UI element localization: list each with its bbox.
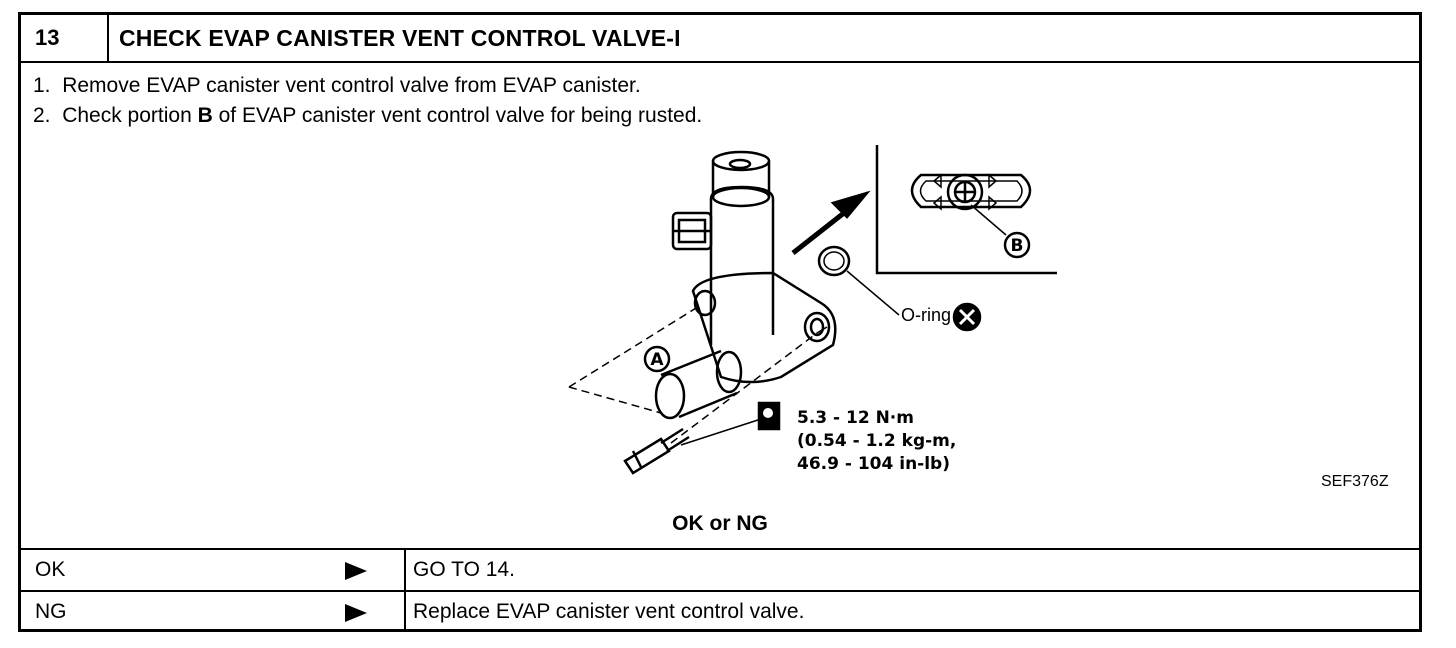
step-header: 13 CHECK EVAP CANISTER VENT CONTROL VALV…: [21, 15, 1419, 63]
inspection-sheet: 13 CHECK EVAP CANISTER VENT CONTROL VALV…: [18, 12, 1422, 632]
torque-line-2: (0.54 - 1.2 kg-m,: [797, 431, 956, 451]
step-number: 13: [21, 15, 109, 61]
label-a-circle: [643, 345, 671, 373]
arrow-right-icon: [345, 604, 367, 622]
label-b-circle: [1003, 231, 1031, 259]
inset-frame: [875, 145, 1057, 275]
portion-b-gasket-illustration: [910, 173, 1032, 236]
label-b: B: [1011, 236, 1024, 256]
result-action-ng: Replace EVAP canister vent control valve…: [413, 600, 805, 623]
instruction-list: 1. Remove EVAP canister vent control val…: [33, 71, 702, 131]
result-row-ok: OK GO TO 14.: [21, 548, 1419, 590]
result-action-ok: GO TO 14.: [413, 558, 515, 581]
valve-illustration: A B O-ring 5.3 - 12 N·m (0.54 - 1.2 kg-m…: [568, 145, 1057, 475]
figure-reference-code: SEF376Z: [1321, 473, 1389, 490]
torque-line-3: 46.9 - 104 in-lb): [797, 454, 950, 474]
step-title: CHECK EVAP CANISTER VENT CONTROL VALVE-I: [119, 25, 681, 51]
instruction-1: 1. Remove EVAP canister vent control val…: [33, 74, 641, 97]
instruction-2: 2. Check portion B of EVAP canister vent…: [33, 104, 703, 127]
ok-ng-title: OK or NG: [672, 512, 768, 535]
oring-label: O-ring: [901, 305, 951, 325]
result-row-ng: NG Replace EVAP canister vent control va…: [21, 590, 1419, 632]
torque-icon-mark: [763, 408, 773, 418]
result-label-ng: NG: [35, 600, 67, 623]
vent-valve-body: [568, 150, 900, 475]
arrow-right-icon: [345, 562, 367, 580]
torque-line-1: 5.3 - 12 N·m: [797, 408, 914, 428]
label-a: A: [650, 350, 664, 370]
result-label-ok: OK: [35, 558, 66, 581]
portion-b-ref: B: [197, 104, 213, 127]
